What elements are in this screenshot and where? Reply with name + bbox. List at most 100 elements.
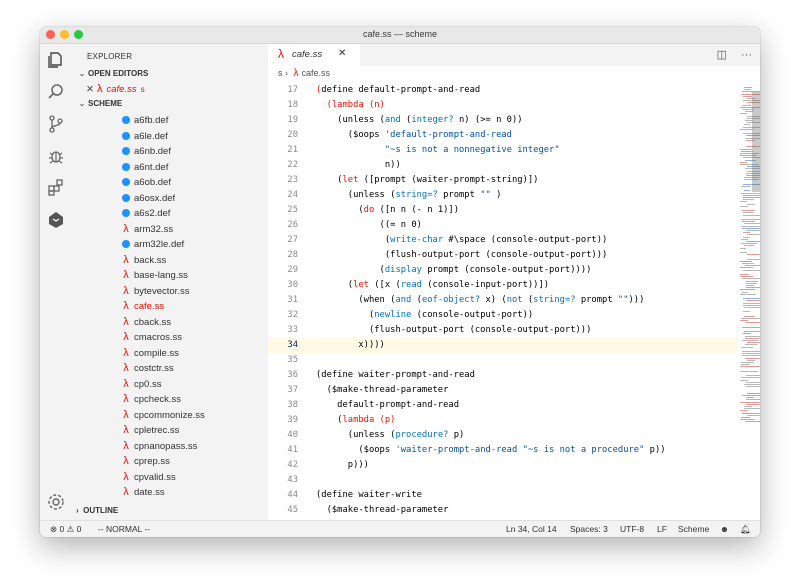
minimap-line: [747, 170, 760, 172]
code-token: ))): [628, 295, 645, 305]
minimap-line: [746, 172, 760, 174]
breadcrumb-folder[interactable]: s: [278, 68, 283, 78]
source-control-icon[interactable]: [46, 114, 66, 134]
split-editor-icon[interactable]: ◫: [716, 49, 727, 61]
file-item[interactable]: a6le.def: [122, 129, 168, 144]
outline-section[interactable]: › OUTLINE: [76, 506, 119, 515]
remote-explorer-icon[interactable]: [46, 210, 66, 230]
file-label: a6le.def: [134, 130, 168, 142]
minimap-line: [743, 109, 754, 110]
problems-indicator[interactable]: ⊗ 0 ⚠ 0: [50, 524, 82, 534]
indentation[interactable]: Spaces: 3: [570, 524, 608, 534]
notifications-bell-icon[interactable]: 🔔︎: [740, 524, 751, 534]
file-item[interactable]: a6osx.def: [122, 191, 175, 206]
file-item[interactable]: a6nt.def: [122, 160, 169, 175]
minimap-line: [744, 89, 751, 91]
code-token: (define waiter-prompt-and-read: [316, 370, 475, 380]
more-actions-icon[interactable]: ···: [741, 49, 752, 61]
tab-bar: λ cafe.ss ✕ ◫ ···: [268, 44, 760, 67]
code-token: let: [342, 175, 359, 185]
minimap-line: [743, 333, 751, 335]
lambda-icon: λ: [123, 331, 129, 343]
scheme-folder-section[interactable]: ⌄SCHEME: [76, 99, 123, 108]
line-number: 28: [287, 250, 298, 260]
minimap-line: [740, 153, 759, 154]
code-token: (unless (: [316, 190, 396, 200]
extensions-icon[interactable]: [46, 178, 66, 198]
close-window-button[interactable]: [46, 30, 55, 39]
file-item[interactable]: λ cpletrec.ss: [123, 423, 180, 438]
code-text: ($oops 'waiter-prompt-and-read "~s is no…: [316, 443, 666, 458]
code-token: (console-input-port))]): [421, 280, 550, 290]
code-token: (lambda (n): [326, 100, 385, 110]
cursor-position[interactable]: Ln 34, Col 14: [506, 524, 557, 534]
file-item[interactable]: a6s2.def: [122, 206, 170, 221]
minimap-line: [740, 205, 748, 207]
file-label: cpletrec.ss: [134, 425, 180, 436]
code-text: (flush-output-port (console-output-port)…: [316, 323, 591, 338]
minimap-line: [746, 230, 760, 231]
code-line: 44(define waiter-write: [268, 488, 738, 503]
minimap-line: [740, 128, 753, 130]
code-token: 'default-prompt-and-read: [384, 130, 512, 140]
minimap-line: [743, 126, 760, 128]
minimap-line: [740, 252, 747, 253]
settings-gear-icon[interactable]: [46, 492, 66, 512]
end-of-line[interactable]: LF: [657, 524, 667, 534]
file-item[interactable]: a6nb.def: [122, 144, 171, 159]
code-token: "": [480, 190, 491, 200]
explorer-files-icon[interactable]: [46, 50, 66, 70]
breadcrumb-file[interactable]: cafe.ss: [301, 68, 331, 78]
code-text: (define waiter-prompt-and-read: [316, 368, 475, 383]
zoom-window-button[interactable]: [74, 30, 83, 39]
file-item[interactable]: arm32le.def: [122, 237, 184, 252]
language-mode[interactable]: Scheme: [678, 524, 710, 534]
file-item[interactable]: a6fb.def: [122, 113, 168, 128]
file-label: a6nt.def: [134, 161, 169, 173]
lambda-icon: λ: [123, 362, 129, 374]
lambda-icon: λ: [123, 424, 129, 436]
code-token: (flush-output-port (console-output-port)…: [316, 325, 592, 335]
minimap-line: [747, 234, 760, 236]
open-editor-dir: s: [140, 85, 145, 94]
file-item[interactable]: a6ob.def: [122, 175, 171, 190]
code-token: ($make-thread-parameter: [316, 385, 449, 395]
code-token: p))): [316, 460, 369, 470]
debug-icon[interactable]: [46, 146, 66, 166]
tab-cafe-ss[interactable]: λ cafe.ss ✕: [268, 44, 360, 67]
feedback-smiley-icon[interactable]: ☻: [720, 524, 729, 534]
minimap[interactable]: [738, 83, 760, 520]
encoding[interactable]: UTF-8: [620, 524, 645, 534]
search-icon[interactable]: [46, 82, 66, 102]
file-label: cprep.ss: [134, 456, 170, 467]
close-icon[interactable]: ✕: [86, 84, 94, 95]
close-icon[interactable]: ✕: [338, 48, 347, 59]
vertical-scrollbar[interactable]: [752, 92, 760, 192]
open-editors-section[interactable]: ⌄OPEN EDITORS: [76, 69, 149, 78]
minimap-line: [740, 247, 746, 249]
tab-label: cafe.ss: [292, 49, 323, 60]
minimize-window-button[interactable]: [60, 30, 69, 39]
minimap-line: [746, 282, 757, 284]
minimap-line: [741, 364, 750, 366]
code-token: p)): [644, 445, 666, 455]
